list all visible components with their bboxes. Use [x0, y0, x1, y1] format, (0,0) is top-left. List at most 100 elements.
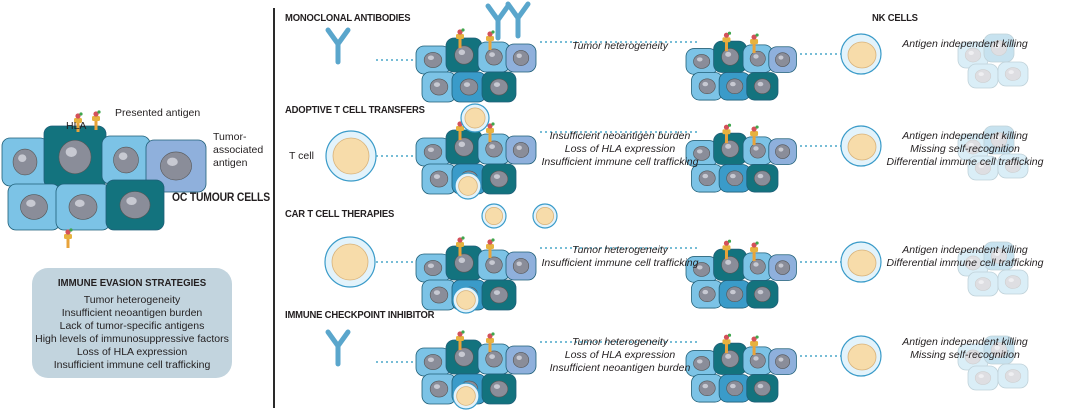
- nucleus-highlight: [994, 135, 1000, 140]
- tumor-cell: [997, 61, 1029, 87]
- nucleus-highlight: [994, 345, 1000, 351]
- strategy-item: Lack of tumor-specific antigens: [59, 320, 205, 332]
- nucleus-highlight: [126, 197, 137, 205]
- cell-nucleus: [160, 151, 192, 181]
- nucleus-highlight: [427, 263, 435, 269]
- hla-stem: [724, 133, 728, 144]
- cell-nucleus: [964, 255, 982, 271]
- antigen-dot: [727, 31, 732, 35]
- antigen-dot: [727, 239, 732, 243]
- nucleus-highlight: [516, 145, 522, 150]
- cell-nucleus: [749, 258, 766, 275]
- cell-nucleus: [1004, 369, 1022, 383]
- cell-nucleus: [20, 194, 48, 220]
- hla-stem: [488, 132, 492, 142]
- tumor-cell: [957, 249, 989, 277]
- cell-nucleus: [775, 260, 791, 275]
- hla-stem: [752, 251, 756, 262]
- nucleus-highlight: [489, 260, 495, 265]
- hla-head: [722, 129, 731, 135]
- nucleus-highlight: [725, 143, 732, 149]
- cell-nucleus: [721, 48, 740, 66]
- cell-nucleus: [489, 78, 509, 96]
- hla-stem: [752, 43, 756, 54]
- cell-nucleus: [454, 45, 474, 65]
- cell-nucleus: [113, 146, 139, 174]
- antigen-dot: [461, 330, 465, 334]
- row4-nk-text: Antigen independent killing Missing self…: [902, 336, 1028, 361]
- nucleus-highlight: [978, 374, 984, 378]
- cell-nucleus: [429, 286, 449, 304]
- antigen-dot: [491, 332, 495, 336]
- cell-nucleus: [974, 69, 992, 83]
- nk-nucleus: [847, 249, 877, 277]
- attached-t-cell: [452, 286, 480, 314]
- cell-nucleus: [58, 139, 92, 175]
- hla-stem: [488, 40, 492, 50]
- hla-head: [750, 247, 759, 253]
- cell-nucleus: [698, 380, 716, 397]
- nucleus-highlight: [65, 147, 77, 157]
- cell-nucleus: [698, 78, 716, 95]
- nucleus-highlight: [753, 54, 759, 59]
- cell-nucleus: [423, 144, 443, 160]
- cell-nucleus: [512, 142, 530, 158]
- nucleus-highlight: [433, 384, 441, 389]
- tumor-antigen-label-2: associated: [213, 144, 264, 156]
- nucleus-highlight: [702, 383, 709, 389]
- row2-mid-text: Insufficient neoantigen burden Loss of H…: [541, 130, 699, 168]
- nucleus-highlight: [968, 258, 974, 264]
- antigen-dot: [79, 112, 83, 116]
- row-title-checkpoint: IMMUNE CHECKPOINT INHIBITOR: [285, 309, 435, 321]
- nucleus-highlight: [516, 355, 522, 361]
- cell-nucleus: [1004, 159, 1022, 173]
- row-title-adoptive: ADOPTIVE T CELL TRANSFERS: [285, 104, 425, 116]
- nucleus-highlight: [730, 289, 736, 295]
- antigen-dot: [487, 333, 493, 339]
- cell-nucleus: [485, 350, 503, 368]
- nucleus-highlight: [702, 81, 709, 87]
- hla-head: [456, 126, 464, 131]
- t-cell-nucleus: [331, 243, 369, 281]
- cell-nucleus: [775, 52, 791, 67]
- antigen-dot: [65, 229, 71, 235]
- antigen-dot: [751, 336, 757, 342]
- tumor-cell: [997, 153, 1029, 179]
- nucleus-highlight: [696, 265, 703, 270]
- nucleus-highlight: [489, 52, 495, 57]
- strategy-item: High levels of immunosuppressive factors: [35, 333, 229, 345]
- antigen-dot: [751, 242, 757, 248]
- antigen-dot: [723, 32, 730, 38]
- antigen-dot: [75, 113, 81, 119]
- antigen-dot: [461, 236, 465, 240]
- nucleus-highlight: [427, 55, 435, 60]
- nucleus-highlight: [725, 259, 732, 265]
- cell-nucleus: [964, 139, 982, 155]
- oc-tumour-cells-title: OC TUMOUR CELLS: [172, 192, 270, 204]
- antigen-dot: [727, 333, 732, 337]
- cell-nucleus: [964, 47, 982, 63]
- tumor-cluster-left: [415, 120, 537, 195]
- row1-mid-text: Tumor heterogeneity: [571, 40, 669, 52]
- cell-nucleus: [749, 352, 766, 369]
- nucleus-highlight: [493, 384, 501, 389]
- hla-head: [64, 234, 72, 239]
- cell-nucleus: [753, 170, 771, 187]
- hla-label: HLA: [66, 120, 87, 132]
- hla-stem: [752, 135, 756, 146]
- nucleus-highlight: [433, 174, 441, 180]
- nucleus-highlight: [730, 81, 736, 87]
- hla-stem: [458, 340, 462, 350]
- presented-antigen-label: Presented antigen: [115, 107, 201, 119]
- nucleus-highlight: [493, 174, 501, 180]
- cell-nucleus: [429, 380, 449, 398]
- nucleus-highlight: [1008, 162, 1014, 166]
- hla-head: [722, 339, 731, 345]
- cell-nucleus: [512, 352, 530, 368]
- hla-stem: [458, 38, 462, 48]
- cell-nucleus: [454, 347, 474, 367]
- cell-nucleus: [726, 78, 744, 95]
- nucleus-highlight: [167, 157, 178, 166]
- nucleus-highlight: [968, 142, 974, 147]
- cell-nucleus: [726, 170, 744, 187]
